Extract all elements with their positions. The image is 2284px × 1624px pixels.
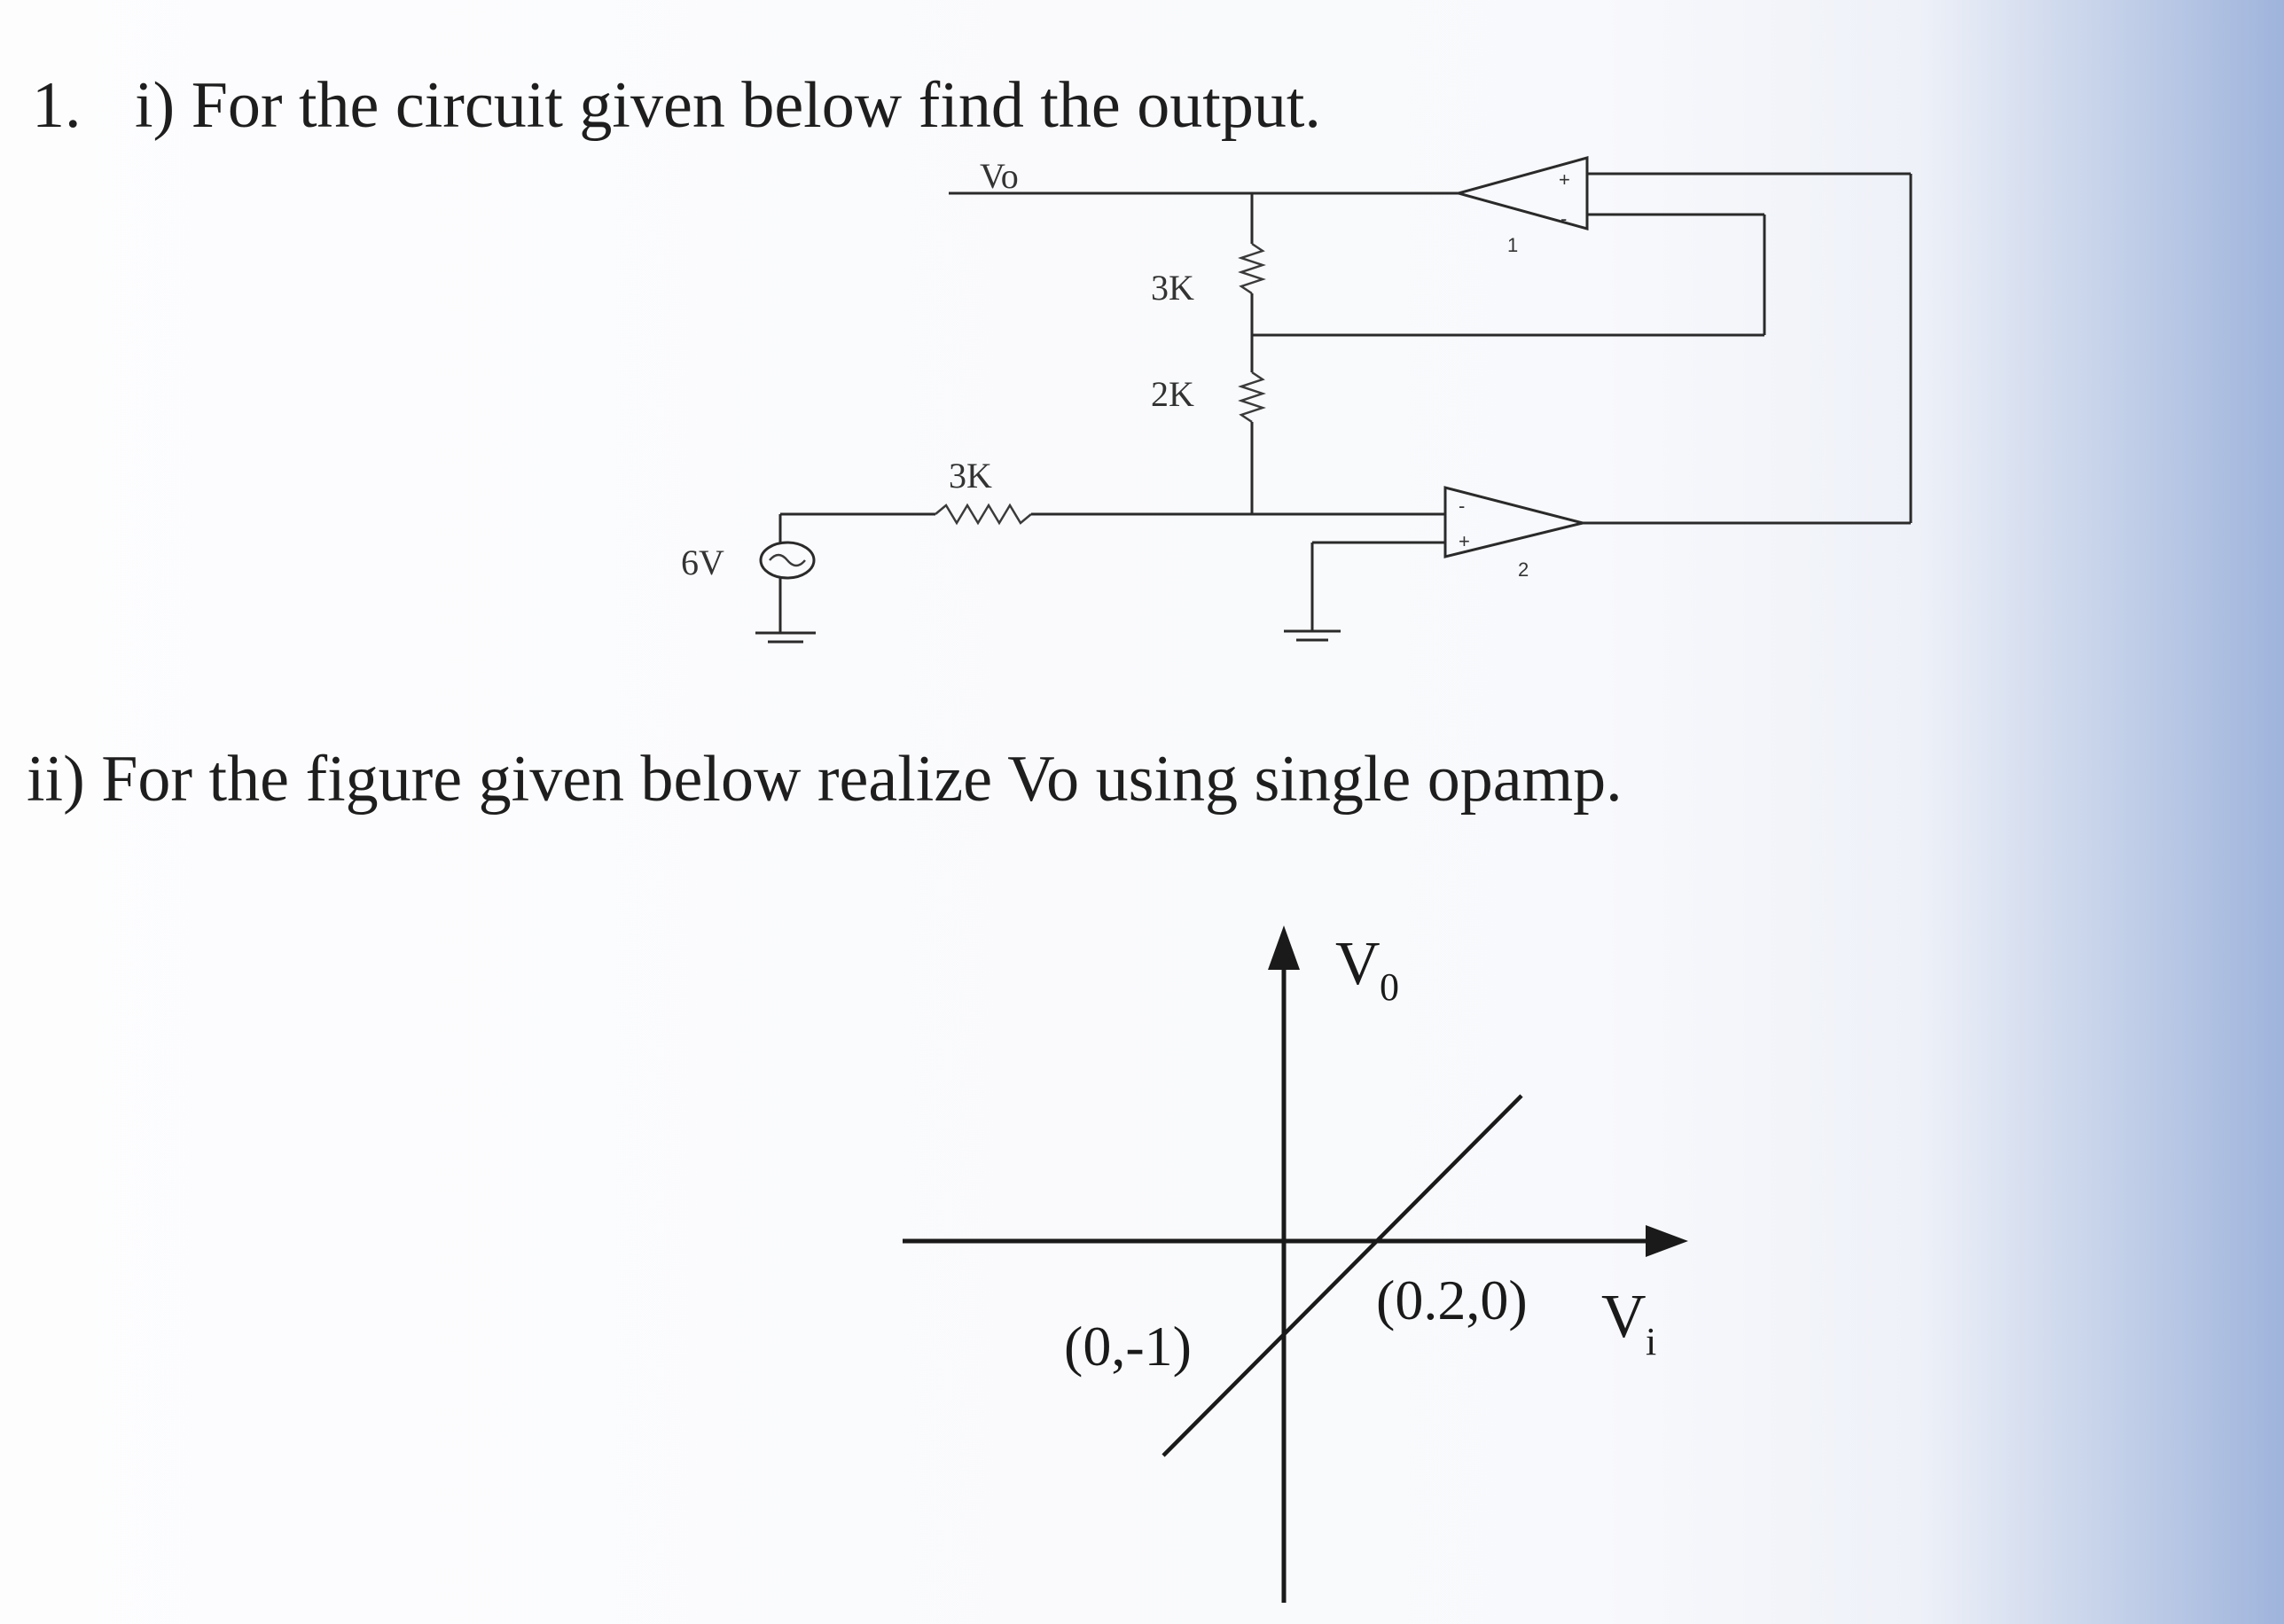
resistor-3k-top xyxy=(1238,242,1266,295)
x-axis-arrow-icon xyxy=(1646,1225,1688,1257)
opamp-2-label: 2 xyxy=(1518,558,1529,581)
r-in-label: 3K xyxy=(949,456,992,496)
question-1-part-i: 1.i) For the circuit given below find th… xyxy=(32,73,1321,138)
x-intercept-label: (0.2,0) xyxy=(1376,1269,1528,1331)
ac-source-icon xyxy=(759,541,816,580)
y-intercept-label: (0,-1) xyxy=(1064,1315,1192,1378)
output-label: Vo xyxy=(980,156,1019,196)
r-mid-label: 2K xyxy=(1151,374,1194,414)
sine-wave-icon xyxy=(769,553,806,567)
opamp-1-label: 1 xyxy=(1507,234,1518,256)
opamp-2-plus: + xyxy=(1459,530,1470,552)
opamp-1 xyxy=(1453,156,1589,230)
x-axis-label: V xyxy=(1601,1283,1647,1351)
part-i-text: i) For the circuit given below find the … xyxy=(135,69,1321,142)
question-number: 1. xyxy=(32,69,82,142)
r-top-label: 3K xyxy=(1151,268,1194,308)
y-axis-label: V xyxy=(1335,930,1381,998)
opamp-2-minus: - xyxy=(1459,495,1465,517)
resistor-3k-input xyxy=(935,503,1032,526)
source-label: 6V xyxy=(681,543,724,582)
opamp-1-minus: - xyxy=(1560,207,1567,230)
x-axis-subscript: i xyxy=(1646,1320,1656,1363)
transfer-line xyxy=(1162,1094,1523,1457)
question-1-part-ii: ii) For the figure given below realize V… xyxy=(27,746,1623,812)
y-axis-arrow-icon xyxy=(1268,925,1300,970)
opamp-2 xyxy=(1443,486,1584,558)
y-axis-subscript: 0 xyxy=(1380,965,1399,1009)
part-ii-text: ii) For the figure given below realize V… xyxy=(27,743,1623,816)
opamp-1-plus: + xyxy=(1559,168,1570,191)
resistor-2k xyxy=(1238,371,1266,424)
